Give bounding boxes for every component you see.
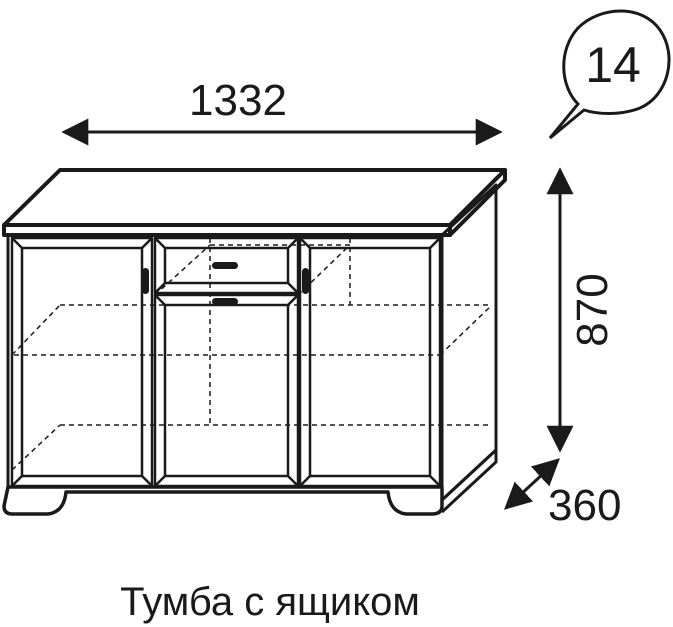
item-number: 14 <box>585 37 641 93</box>
depth-label: 360 <box>548 481 621 530</box>
plinth <box>2 485 444 516</box>
center-door-handle <box>212 298 238 305</box>
height-dimension: 870 <box>546 167 617 453</box>
width-dimension: 1332 <box>61 76 503 146</box>
cabinet <box>2 168 507 516</box>
right-door <box>298 236 442 488</box>
top-panel <box>2 168 507 227</box>
left-door-handle <box>142 268 149 294</box>
width-label: 1332 <box>189 76 287 125</box>
drawer <box>153 236 300 295</box>
handles <box>142 262 309 305</box>
caption: Тумба с ящиком <box>120 580 420 624</box>
height-label: 870 <box>568 273 617 346</box>
left-door <box>10 236 154 488</box>
right-door-handle <box>302 268 309 294</box>
depth-arrow <box>504 458 560 510</box>
item-number-badge: 14 <box>548 9 671 140</box>
speech-bubble-outline <box>548 9 671 140</box>
depth-dimension: 360 <box>504 458 621 530</box>
center-door <box>153 293 300 488</box>
drawer-handle <box>212 262 238 269</box>
cabinet-body <box>6 233 444 489</box>
